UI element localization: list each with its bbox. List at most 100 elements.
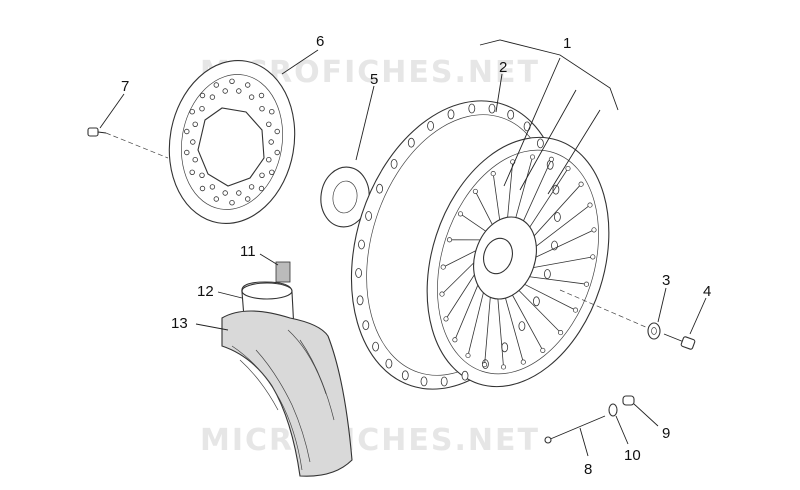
spoke <box>475 191 495 230</box>
rim-hole <box>488 103 496 114</box>
callout-7: 7 <box>121 78 129 95</box>
disc-hole <box>209 94 216 100</box>
callout-6: 6 <box>316 33 324 50</box>
spoke <box>492 173 501 227</box>
spoke <box>522 168 569 238</box>
spoke-nipple <box>439 291 445 297</box>
watermark-bottom: MICROFICHES.NET <box>200 423 540 458</box>
leader-7 <box>99 93 125 129</box>
part-8-axle-pin <box>544 415 606 444</box>
rim-hole <box>365 211 373 221</box>
disc-hole <box>229 78 235 84</box>
disc-hole <box>248 94 255 100</box>
leader-9 <box>633 403 659 427</box>
spoke-nipple <box>446 237 453 243</box>
spoke <box>509 289 544 351</box>
disc-hole <box>213 82 219 88</box>
part-9-spacer <box>622 395 635 406</box>
disc-hole <box>248 184 255 190</box>
disc-hole <box>258 92 265 99</box>
disc-hole <box>190 139 196 145</box>
spoke-nipple <box>572 307 579 313</box>
part-10-washer <box>608 403 618 417</box>
spoke-nipple <box>443 316 449 322</box>
spoke-nipple <box>558 330 564 336</box>
disc-hole <box>236 88 242 94</box>
callout-13: 13 <box>171 315 188 332</box>
leader-8 <box>579 427 589 457</box>
leader-5 <box>355 85 375 161</box>
spoke <box>518 159 552 232</box>
rim-hole <box>507 109 515 120</box>
brake-disc-holes <box>184 78 280 206</box>
rim-hole <box>362 320 370 331</box>
disc-hole <box>269 169 275 175</box>
rim-hole <box>501 342 509 353</box>
disc-hole <box>189 169 195 175</box>
disc-hole <box>199 172 205 178</box>
spoke-nipple <box>540 347 546 353</box>
spoke <box>528 229 595 261</box>
spoke-nipple <box>565 165 571 172</box>
rim-hole <box>420 376 428 387</box>
spoke <box>515 286 561 333</box>
spoke-nipple <box>529 154 536 160</box>
spoke-nipple <box>440 264 446 270</box>
spoke <box>506 161 514 227</box>
rim-hole <box>518 321 526 332</box>
disc-hole <box>258 185 265 192</box>
disc-hole <box>274 128 280 135</box>
leader-13 <box>195 323 229 331</box>
rim-hole <box>533 296 540 307</box>
disc-hole <box>244 196 251 202</box>
disc-hole <box>184 149 190 156</box>
spoke <box>512 156 533 228</box>
spoke-nipple <box>591 227 597 233</box>
rim-hole <box>358 239 365 250</box>
spoke <box>524 275 587 285</box>
leader-6 <box>281 49 319 75</box>
spoke-nipple <box>587 202 593 208</box>
disc-hole <box>199 92 206 99</box>
disc-hole <box>199 185 206 192</box>
rim-hole <box>461 370 469 381</box>
rim-hole <box>537 138 544 149</box>
disc-hole <box>209 184 216 190</box>
spoke <box>496 288 504 368</box>
disc-hole <box>222 190 228 196</box>
rim-hole <box>385 358 393 369</box>
spoke-nipple <box>472 188 478 194</box>
spoke <box>460 213 490 235</box>
rim-hole <box>468 103 476 114</box>
callout-5: 5 <box>370 71 378 88</box>
callout-1: 1 <box>563 35 571 52</box>
rim-hole <box>440 376 448 387</box>
spoke <box>502 289 524 363</box>
callout-9: 9 <box>662 425 670 442</box>
disc-hole <box>184 128 190 135</box>
callout-2: 2 <box>499 59 507 76</box>
spoke-nipple <box>452 337 458 343</box>
callout-8: 8 <box>584 461 592 478</box>
leader-1c <box>547 109 601 195</box>
part-3-washer <box>647 322 661 340</box>
disc-hole <box>266 156 272 163</box>
callout-4: 4 <box>703 283 711 300</box>
leader-bracket-1 <box>479 39 619 111</box>
rim-spoke-holes <box>355 103 561 387</box>
callout-11: 11 <box>240 243 256 260</box>
disc-hole <box>222 88 228 94</box>
rim-hole <box>523 121 531 132</box>
part-6-brake-disc <box>168 59 296 225</box>
rim-hole <box>447 109 455 120</box>
rim-hole <box>552 184 560 195</box>
leader-4 <box>689 297 707 335</box>
spoke <box>527 256 593 269</box>
callout-12: 12 <box>197 283 214 300</box>
rim-hole <box>427 121 435 131</box>
disc-hole <box>213 196 219 202</box>
rim-hole <box>544 269 551 279</box>
spoke-nipple <box>500 364 507 370</box>
part-4-axle-bolt <box>663 333 696 350</box>
